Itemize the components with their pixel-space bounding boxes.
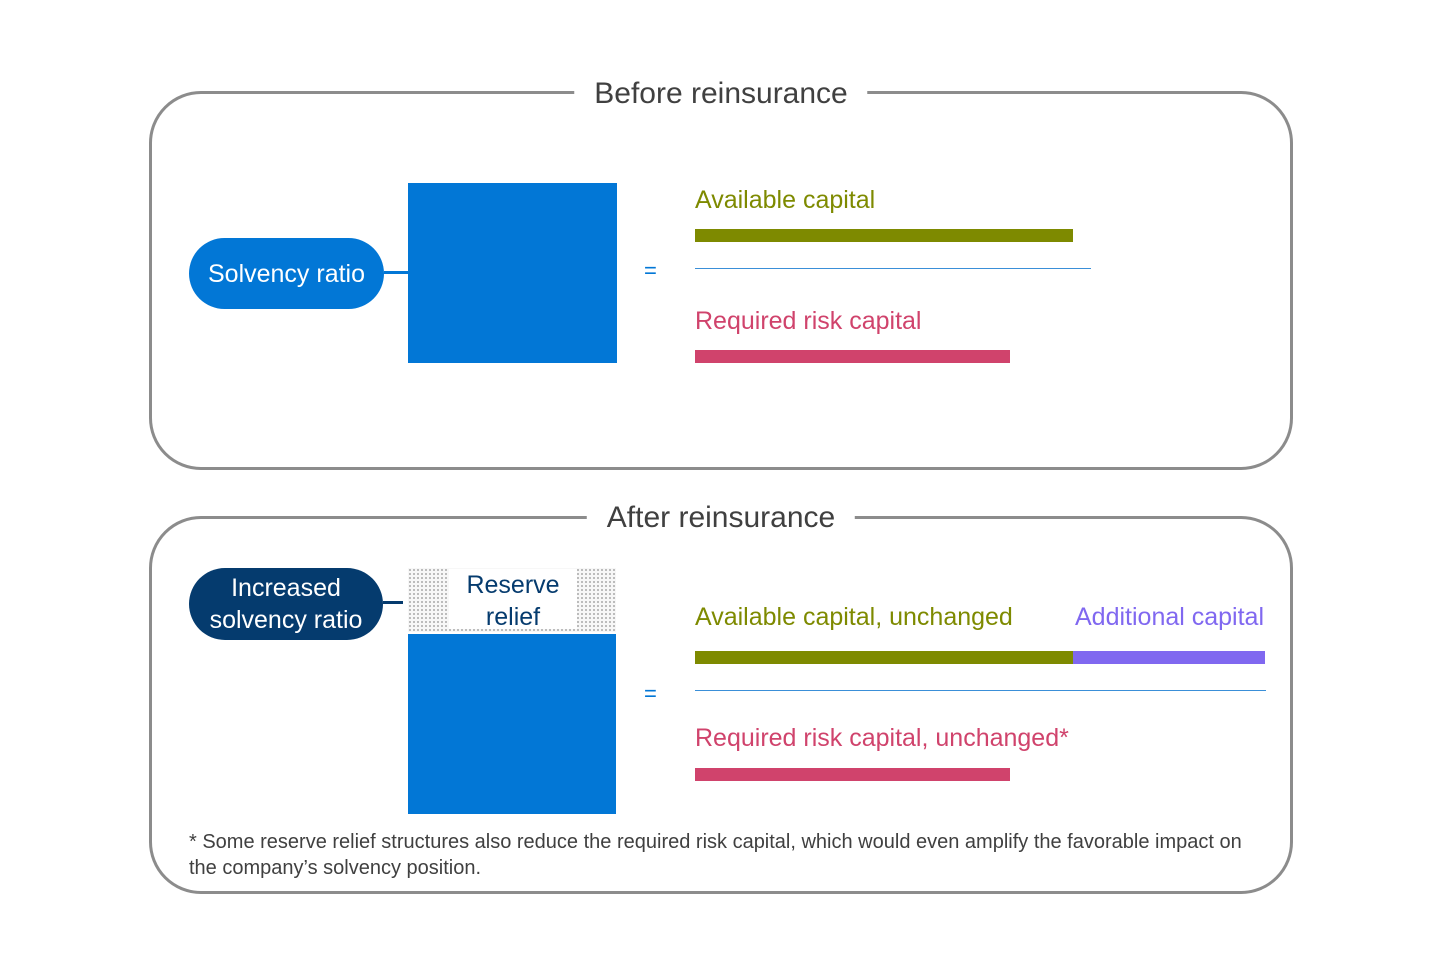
- increased-solvency-ratio-box: [408, 634, 616, 814]
- available-capital-label: Available capital: [695, 186, 876, 214]
- required-risk-capital-unchanged-label: Required risk capital, unchanged*: [695, 724, 1069, 752]
- fraction-line: [695, 268, 1091, 269]
- reserve-relief-label: Reserve relief: [449, 569, 577, 631]
- available-capital-bar: [695, 229, 1073, 242]
- available-capital-unchanged-bar: [695, 651, 1073, 664]
- equals-sign: =: [644, 258, 657, 283]
- solvency-ratio-box: [408, 183, 617, 363]
- equals-sign-after: =: [644, 681, 657, 706]
- before-reinsurance-title: Before reinsurance: [574, 76, 868, 112]
- solvency-ratio-connector: [384, 271, 408, 274]
- required-risk-capital-bar: [695, 350, 1010, 363]
- solvency-ratio-label: Solvency ratio: [207, 259, 366, 288]
- required-risk-capital-unchanged-bar: [695, 768, 1010, 781]
- solvency-ratio-pill: Solvency ratio: [189, 238, 384, 309]
- after-reinsurance-title: After reinsurance: [586, 500, 856, 536]
- footnote: * Some reserve relief structures also re…: [189, 831, 1242, 879]
- additional-capital-label: Additional capital: [1075, 603, 1265, 631]
- additional-capital-bar: [1073, 651, 1265, 664]
- increased-solvency-ratio-label: Increased solvency ratio: [209, 574, 363, 634]
- increased-solvency-ratio-connector: [383, 601, 403, 604]
- required-risk-capital-label: Required risk capital: [695, 307, 922, 335]
- increased-solvency-ratio-pill: Increased solvency ratio: [189, 568, 383, 640]
- fraction-line-after: [695, 690, 1266, 691]
- available-capital-unchanged-label: Available capital, unchanged: [695, 603, 1013, 631]
